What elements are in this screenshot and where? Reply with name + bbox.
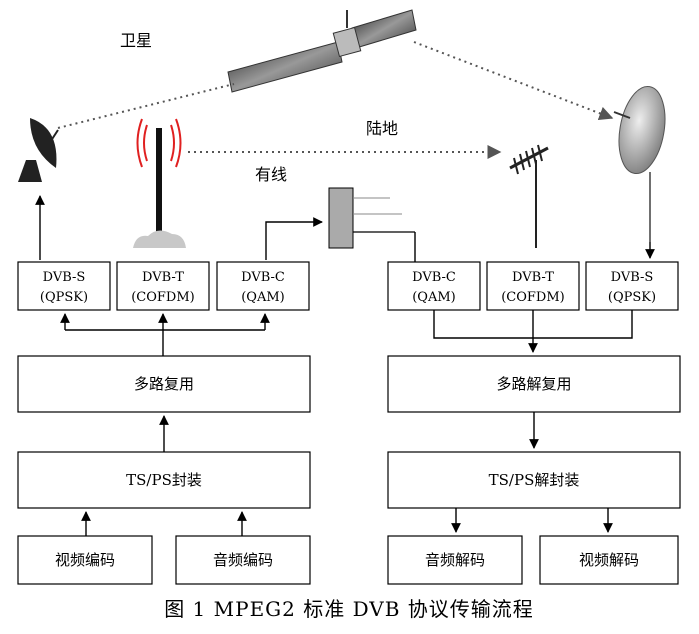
figure-caption: 图 1 MPEG2 标准 DVB 协议传输流程	[164, 597, 534, 621]
rx-dvb-c-box	[387, 261, 481, 311]
audio-encode-box	[175, 535, 311, 585]
video-encode-box	[17, 535, 153, 585]
encap-box	[17, 451, 311, 509]
decap-box	[387, 451, 681, 509]
audio-decode-label: 音频解码	[425, 551, 485, 569]
decap-label: TS/PS解封装	[489, 471, 580, 489]
rx-dvb-t-line2: (COFDM)	[501, 290, 565, 305]
tx-dvb-s-box	[17, 261, 111, 311]
rx-dvb-c-line1: DVB-C	[412, 270, 456, 285]
uplink-dish-icon	[18, 118, 59, 182]
yagi-antenna-icon	[509, 144, 549, 248]
video-decode-box	[539, 535, 679, 585]
cable-label: 有线	[255, 165, 287, 184]
audio-decode-box	[387, 535, 523, 585]
video-decode-label: 视频解码	[579, 551, 639, 569]
demux-label: 多路解复用	[496, 375, 571, 393]
satellite-icon	[227, 9, 417, 93]
tx-dvb-t-line2: (COFDM)	[131, 290, 195, 305]
satellite-label: 卫星	[120, 31, 152, 50]
rx-dvb-s-line1: DVB-S	[611, 270, 654, 285]
tx-dvb-s-line1: DVB-S	[43, 270, 86, 285]
video-encode-label: 视频编码	[55, 551, 115, 569]
tx-dvb-c-line2: (QAM)	[241, 290, 285, 305]
downlink-dish-icon	[613, 86, 666, 259]
audio-encode-label: 音频编码	[213, 551, 273, 569]
tower-icon	[133, 118, 186, 248]
tx-dvb-c-line1: DVB-C	[241, 270, 285, 285]
cable-splitter-icon	[328, 187, 416, 264]
mux-box	[17, 355, 311, 413]
demux-box	[387, 355, 681, 413]
tx-dvb-t-box	[116, 261, 210, 311]
rx-dvb-t-box	[486, 261, 580, 311]
rx-dvb-s-line2: (QPSK)	[608, 290, 656, 305]
tx-dvb-c-box	[216, 261, 310, 311]
tx-dvb-s-line2: (QPSK)	[40, 290, 88, 305]
rx-dvb-t-line1: DVB-T	[512, 270, 554, 285]
encap-label: TS/PS封装	[126, 471, 202, 489]
terrestrial-label: 陆地	[366, 119, 398, 138]
tx-dvb-t-line1: DVB-T	[142, 270, 184, 285]
mux-label: 多路复用	[134, 375, 194, 393]
rx-dvb-c-line2: (QAM)	[412, 290, 456, 305]
